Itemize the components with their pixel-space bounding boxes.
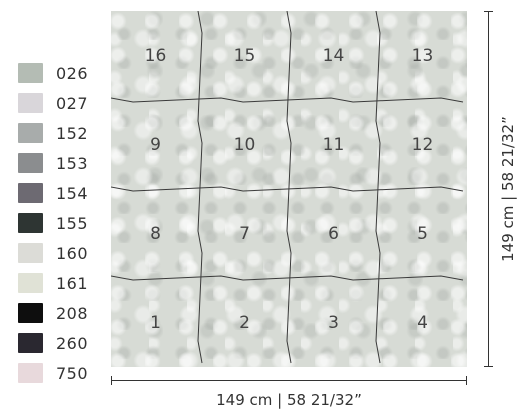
swatch-row: 026 (18, 58, 88, 88)
width-dimension-line (111, 376, 467, 385)
color-swatch (18, 213, 43, 233)
swatch-code: 152 (56, 123, 89, 143)
swatch-row: 208 (18, 298, 88, 328)
swatch-row: 160 (18, 238, 88, 268)
tile-number: 4 (417, 312, 428, 333)
vertical-seam (286, 11, 292, 364)
horizontal-seam (111, 275, 464, 281)
tile-number: 8 (150, 223, 161, 244)
swatch-row: 153 (18, 148, 88, 178)
swatch-code: 260 (56, 333, 89, 353)
swatch-row: 154 (18, 178, 88, 208)
tile-number: 5 (417, 223, 428, 244)
vertical-seam (197, 11, 203, 364)
height-dimension-label: 149 cm | 58 21/32” (499, 116, 517, 262)
tile-number: 13 (411, 45, 434, 66)
tile-number: 16 (144, 45, 167, 66)
swatch-code: 750 (56, 363, 89, 383)
swatch-row: 161 (18, 268, 88, 298)
swatch-code: 153 (56, 153, 89, 173)
swatch-code: 208 (56, 303, 89, 323)
tile-number: 6 (328, 223, 339, 244)
swatch-row: 155 (18, 208, 88, 238)
tile-number: 3 (328, 312, 339, 333)
color-swatch (18, 63, 43, 83)
tile-seams (111, 11, 464, 364)
tile-number: 7 (239, 223, 250, 244)
swatch-row: 260 (18, 328, 88, 358)
tile-number: 15 (233, 45, 256, 66)
swatch-row: 027 (18, 88, 88, 118)
color-swatch (18, 183, 43, 203)
color-swatch (18, 123, 43, 143)
vertical-seam (375, 11, 381, 364)
tile-number: 1 (150, 312, 161, 333)
tile-number: 11 (322, 134, 345, 155)
color-swatch (18, 243, 43, 263)
color-swatch (18, 303, 43, 323)
swatch-code: 027 (56, 93, 89, 113)
swatch-code: 155 (56, 213, 89, 233)
swatch-code: 160 (56, 243, 89, 263)
color-swatch (18, 153, 43, 173)
swatch-code: 161 (56, 273, 89, 293)
swatch-code: 026 (56, 63, 89, 83)
swatch-row: 152 (18, 118, 88, 148)
height-dimension-line (484, 11, 493, 367)
swatch-row: 750 (18, 358, 88, 388)
tile-number: 14 (322, 45, 345, 66)
horizontal-seam (111, 186, 464, 192)
tile-number: 12 (411, 134, 434, 155)
tile-number: 2 (239, 312, 250, 333)
color-swatch-list: 026 027 152 153 154 155 160 161 208 260 750 (18, 58, 88, 388)
tile-number: 10 (233, 134, 256, 155)
color-swatch (18, 273, 43, 293)
color-swatch (18, 93, 43, 113)
horizontal-seam (111, 97, 464, 103)
swatch-code: 154 (56, 183, 89, 203)
color-swatch (18, 363, 43, 383)
tile-number: 9 (150, 134, 161, 155)
color-swatch (18, 333, 43, 353)
width-dimension-label: 149 cm | 58 21/32” (216, 391, 362, 409)
